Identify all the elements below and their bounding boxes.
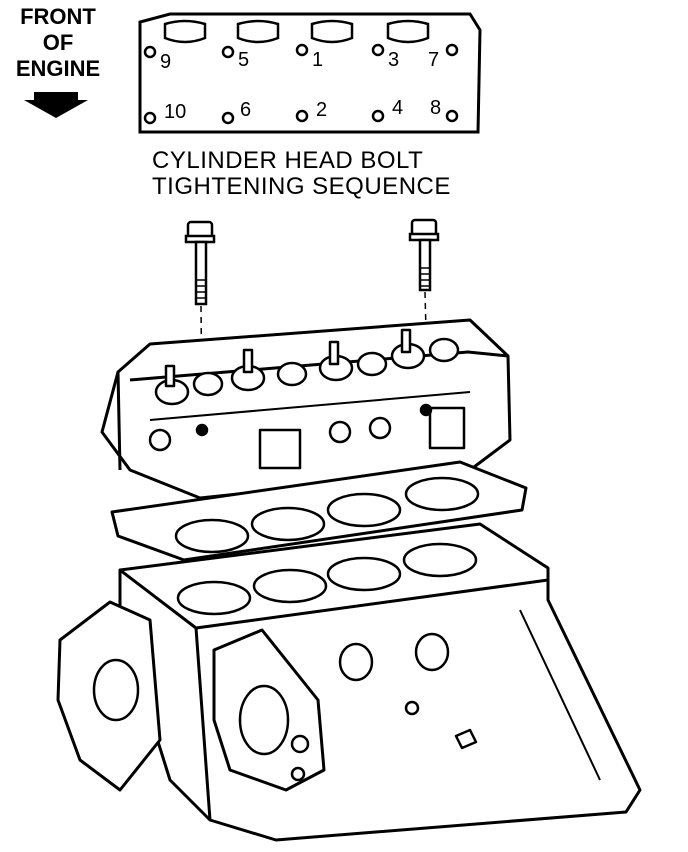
bolt-hole <box>221 111 235 125</box>
bolt-sequence-number: 10 <box>164 101 186 123</box>
bolt-hole <box>295 109 309 123</box>
bolt-hole <box>371 109 385 123</box>
front-label-line-2: OF <box>42 30 74 55</box>
caption-line-1: CYLINDER HEAD BOLT <box>152 147 424 174</box>
engine-block <box>118 522 642 842</box>
caption-line-2: TIGHTENING SEQUENCE <box>152 173 451 200</box>
bolt-hole <box>295 43 309 57</box>
cylinder-head <box>100 318 512 500</box>
head-gasket <box>110 460 528 569</box>
bolt-sequence-number: 2 <box>316 99 327 121</box>
bolt-sequence-number: 4 <box>392 97 403 119</box>
bolt-sequence-number: 1 <box>312 49 323 71</box>
head-bolt-left <box>184 220 216 306</box>
bolt-hole <box>143 45 157 59</box>
bolt-sequence-number: 9 <box>160 51 171 73</box>
front-cover <box>56 600 326 792</box>
bolt-hole <box>143 111 157 125</box>
head-top-view <box>138 12 482 134</box>
bolt-hole <box>371 43 385 57</box>
bolt-number-labels: 9 5 1 3 7 10 6 2 4 8 <box>160 49 441 123</box>
front-arrow-icon <box>24 92 88 118</box>
bolt-sequence-number: 6 <box>240 99 251 121</box>
bolt-holes <box>143 43 459 125</box>
bolt-sequence-number: 3 <box>388 49 399 71</box>
bolt-hole <box>221 45 235 59</box>
bolt-hole <box>445 109 459 123</box>
bolt-sequence-number: 8 <box>430 97 441 119</box>
bolt-hole <box>445 43 459 57</box>
front-label-line-3: ENGINE <box>15 56 101 81</box>
bolt-sequence-number: 7 <box>428 49 439 71</box>
front-of-engine-label: FRONT OF ENGINE <box>4 4 112 82</box>
head-bolt-right <box>408 218 440 292</box>
front-label-line-1: FRONT <box>20 4 96 29</box>
bolt-sequence-number: 5 <box>238 49 249 71</box>
